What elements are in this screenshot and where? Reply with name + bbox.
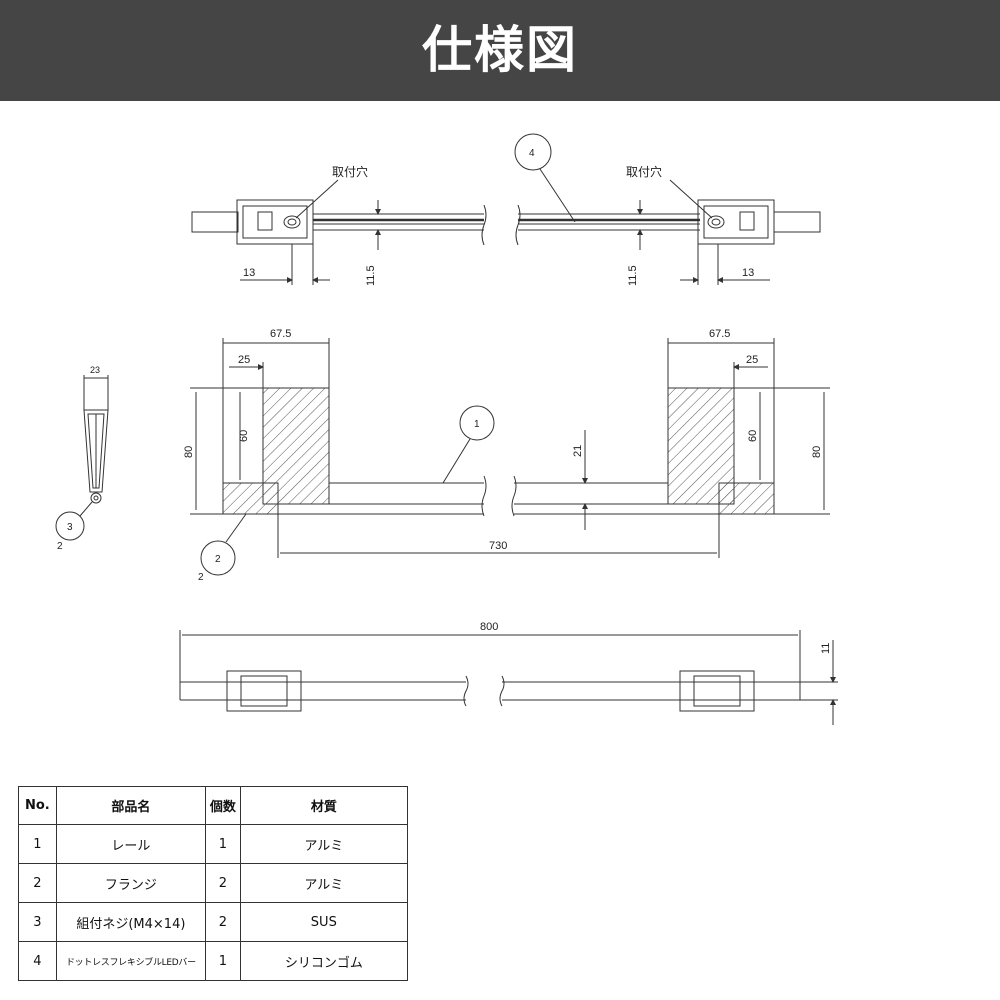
cell-qty: 2 [205,902,241,942]
rail-stub-right [773,211,821,233]
dim-80-left: 80 [183,446,195,458]
cell-no: 2 [18,863,57,903]
balloon-1-number: 1 [474,419,480,430]
table-row: 3 組付ネジ(M4×14) 2 SUS [18,902,409,942]
cell-qty: 1 [205,941,241,981]
balloon-4 [514,133,552,171]
dim-11-5-right: 11.5 [627,265,639,286]
dim-13-left: 13 [243,267,255,279]
balloon-3-qty: 2 [57,541,63,552]
cell-name: フランジ [55,863,207,903]
cell-no: 3 [18,902,57,942]
table-row: 1 レール 1 アルミ [18,824,409,864]
dim-25-left: 25 [238,354,250,366]
cell-qty: 2 [205,863,241,903]
side-view [55,375,109,541]
col-material: 材質 [239,786,409,825]
dim-11-5-left: 11.5 [365,265,377,286]
dim-23: 23 [90,365,100,375]
flange-bottom-left [226,670,302,712]
dim-67-5-right: 67.5 [709,328,730,340]
dim-11: 11 [820,643,832,654]
balloon-4-number: 4 [529,148,535,159]
cell-material: SUS [239,902,409,942]
balloon-1 [459,405,495,441]
mount-hole-label-left: 取付穴 [332,164,368,179]
balloon-2-qty: 2 [198,572,204,583]
col-quantity: 個数 [205,786,241,825]
dim-60-left: 60 [238,430,250,442]
cell-material: アルミ [239,824,409,864]
dim-67-5-left: 67.5 [270,328,291,340]
table-header-row: No. 部品名 個数 材質 [18,786,409,825]
dim-13-right: 13 [742,267,754,279]
col-part-name: 部品名 [55,786,207,825]
table-row: 4 ドットレスフレキシブルLEDバー 1 シリコンゴム [18,941,409,981]
dim-25-right: 25 [746,354,758,366]
top-view [191,133,821,285]
cell-qty: 1 [205,824,241,864]
cell-name: レール [55,824,207,864]
dim-730: 730 [489,540,507,552]
cell-material: アルミ [239,863,409,903]
dim-80-right: 80 [811,446,823,458]
mount-hole-left [283,215,301,229]
front-view [190,338,830,576]
flange-bottom-right [679,670,755,712]
page-title: 仕様図 [422,21,578,79]
dim-21: 21 [572,445,584,457]
balloon-3 [55,511,85,541]
end-block-right [697,199,775,245]
cell-name: 組付ネジ(M4×14) [55,902,207,942]
dim-800: 800 [480,621,498,633]
end-block-left [236,199,314,245]
dim-60-right: 60 [747,430,759,442]
balloon-3-number: 3 [67,522,73,533]
screw-head [90,492,102,504]
parts-table: No. 部品名 個数 材質 1 レール 1 アルミ 2 フランジ 2 アルミ 3… [18,786,409,981]
header-bar: 仕様図 [0,0,1000,101]
cell-no: 4 [18,941,57,981]
bottom-view [179,630,838,725]
balloon-2 [200,540,236,576]
cell-no: 1 [18,824,57,864]
flange-right-base [718,482,775,515]
cell-name: ドットレスフレキシブルLEDバー [55,941,207,981]
balloon-2-number: 2 [215,554,221,565]
col-no: No. [18,786,57,825]
flange-left-base [222,482,279,515]
rail-stub-left [191,211,239,233]
table-row: 2 フランジ 2 アルミ [18,863,409,903]
mount-hole-right [707,215,725,229]
cell-material: シリコンゴム [239,941,409,981]
mount-hole-label-right: 取付穴 [626,164,662,179]
